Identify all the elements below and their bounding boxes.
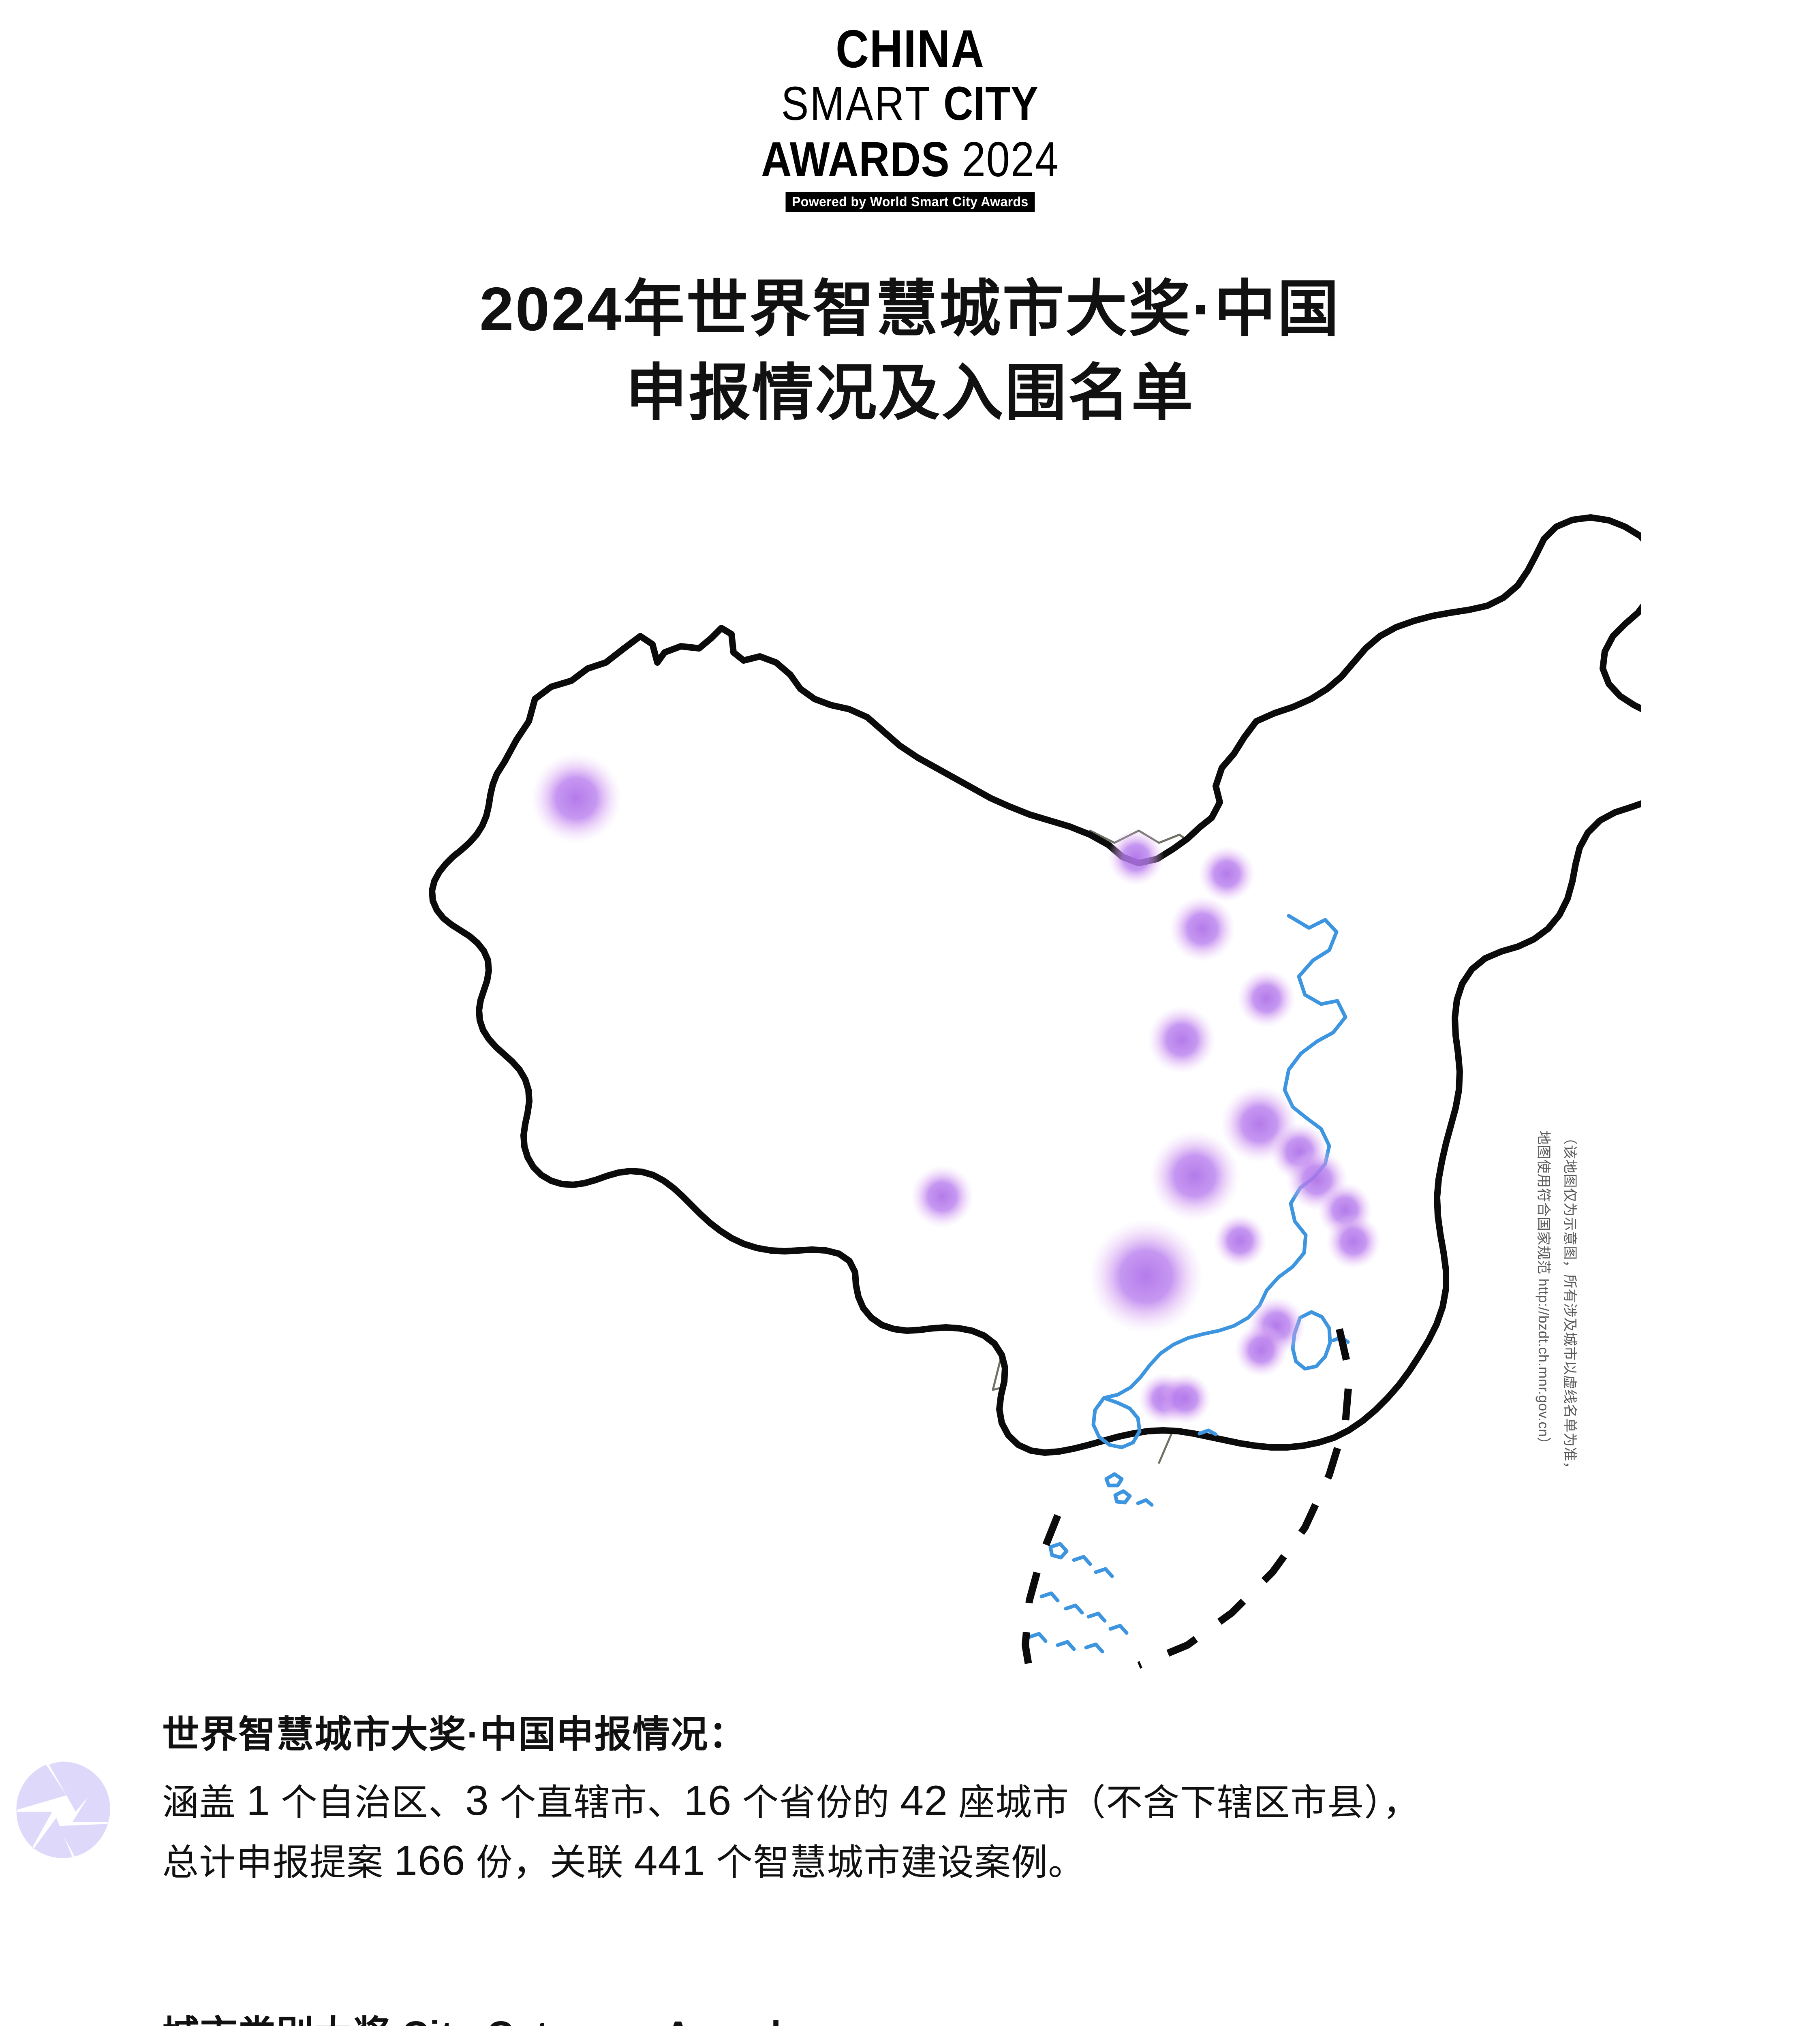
city-marker [1326, 1214, 1381, 1269]
stats-value-provinces: 16 [684, 1777, 732, 1824]
city-marker [911, 1165, 974, 1228]
logo-line-awards-2024: AWARDS 2024 [761, 133, 1059, 186]
stats-l2-t1: 份，关联 [465, 1842, 634, 1883]
city-marker [1237, 969, 1296, 1028]
stats-l1-t2: 个直辖市、 [489, 1782, 684, 1823]
city-marker [1108, 829, 1164, 886]
nine-dash-line [1021, 1328, 1354, 1670]
awards-heading: 城市类别大奖 City Category Awards [162, 2016, 1783, 2026]
stats-value-autonomous-regions: 1 [246, 1777, 270, 1824]
stats-value-cities: 42 [900, 1777, 948, 1824]
stats-l1-t1: 个自治区、 [270, 1782, 465, 1823]
stats-value-cases: 441 [634, 1837, 706, 1884]
stats-l1-t4: 座城市（不含下辖区市县）， [948, 1782, 1420, 1823]
logo-line-china: CHINA [835, 19, 985, 79]
city-marker [1159, 1373, 1211, 1425]
stats-l2-prefix: 总计申报提案 [162, 1842, 394, 1883]
aperture-icon [11, 1759, 113, 1861]
city-marker [1234, 1323, 1288, 1377]
brand-logo: CHINA SMART CITY AWARDS 2024 Powered by … [0, 22, 1820, 212]
city-marker [1169, 895, 1236, 962]
city-marker [531, 753, 622, 844]
logo-word-year: 2024 [962, 132, 1059, 187]
aperture-icon-svg [16, 1761, 110, 1858]
logo-word-city: CITY [943, 77, 1039, 130]
city-marker [1213, 1214, 1267, 1267]
map-disclaimer-line-2: 地图使用符合国家规范 http://bzdt.ch.mnr.gov.cn） [1536, 1131, 1552, 1451]
city-marker [1089, 1219, 1204, 1334]
page-title-line-2: 申报情况及入围名单 [625, 358, 1195, 427]
page-title-line-1: 2024年世界智慧城市大奖·中国 [479, 275, 1341, 344]
city-marker [1149, 1131, 1240, 1221]
china-map [344, 478, 1641, 1673]
china-map-svg [429, 514, 1641, 1670]
page-title: 2024年世界智慧城市大奖·中国 申报情况及入围名单 [0, 267, 1820, 435]
map-disclaimer-line-1: （该地图仅为示意图，所有涉及城市以虚线名单为准， [1562, 1131, 1578, 1476]
map-disclaimer: （该地图仅为示意图，所有涉及城市以虚线名单为准， 地图使用符合国家规范 http… [1530, 1131, 1583, 1641]
stats-line-2: 总计申报提案 166 份，关联 441 个智慧城市建设案例。 [162, 1831, 1783, 1891]
city-marker [1148, 1006, 1216, 1074]
stats-value-proposals: 166 [394, 1837, 466, 1884]
logo-line-smart-city: SMART CITY [781, 78, 1039, 130]
stats-l2-t2: 个智慧城市建设案例。 [706, 1842, 1085, 1883]
stats-l1-prefix: 涵盖 [162, 1782, 247, 1823]
stats-value-municipalities: 3 [465, 1777, 489, 1824]
stats-line-1: 涵盖 1 个自治区、3 个直辖市、16 个省份的 42 座城市（不含下辖区市县）… [162, 1771, 1783, 1831]
stats-heading: 世界智慧城市大奖·中国申报情况： [162, 1714, 747, 1755]
city-markers [531, 753, 1381, 1425]
china-outline [429, 514, 1641, 1456]
awards-section: 城市类别大奖 City Category Awards 城市大奖 City Aw… [162, 2016, 1783, 2026]
logo-tagline: Powered by World Smart City Awards [785, 192, 1035, 212]
logo-word-smart: SMART [781, 77, 944, 130]
stats-l1-t3: 个省份的 [731, 1782, 900, 1823]
city-marker [1198, 846, 1255, 902]
logo-word-awards: AWARDS [761, 132, 962, 187]
stats-section: 世界智慧城市大奖·中国申报情况： 涵盖 1 个自治区、3 个直辖市、16 个省份… [162, 1716, 1783, 1891]
